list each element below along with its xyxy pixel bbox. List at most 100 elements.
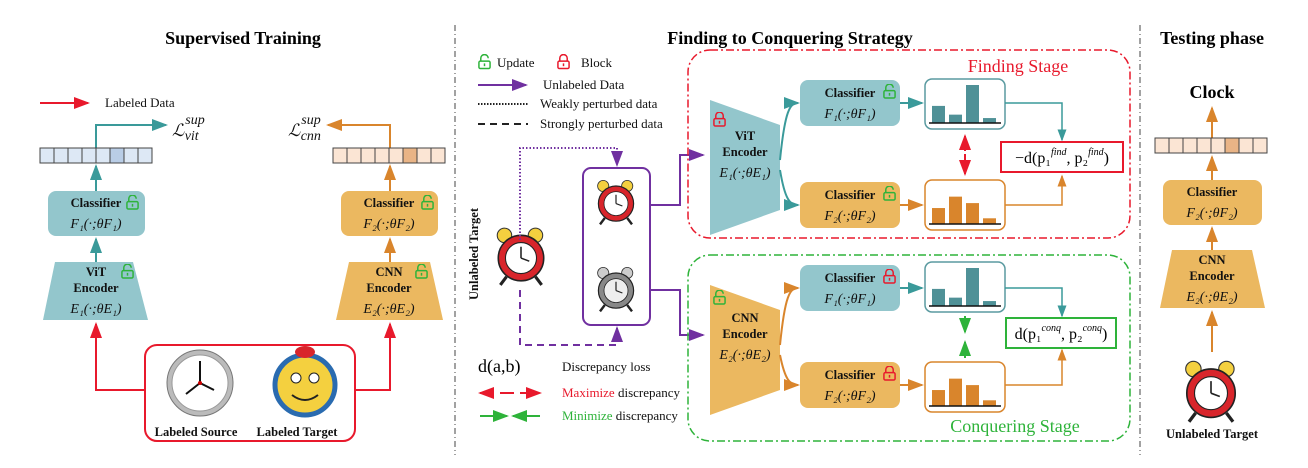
conquering-classifier-f2: Classifier F₂(·;θF₂) bbox=[800, 362, 900, 408]
conquering-f1-prediction-histogram bbox=[924, 261, 1006, 313]
lock-icon bbox=[557, 54, 570, 70]
encoder-formula: E₂(·;θE₂) bbox=[1185, 290, 1238, 305]
predicted-class: Clock bbox=[1190, 82, 1235, 102]
labeled-source-label: Labeled Source bbox=[155, 425, 238, 439]
arrow bbox=[779, 354, 800, 391]
vector-cell bbox=[81, 147, 97, 164]
histogram-bar bbox=[932, 390, 945, 406]
classifier-title: Classifier bbox=[1187, 185, 1238, 199]
vector-cell bbox=[1182, 137, 1198, 154]
histogram-bar bbox=[966, 268, 979, 306]
legend-discrepancy-loss: Discrepancy loss bbox=[562, 359, 650, 374]
conquering-loss-formula: d(p₁conq, p₂conq) bbox=[1015, 323, 1108, 343]
legend-weak: Weakly perturbed data bbox=[540, 96, 658, 111]
classifier-title: Classifier bbox=[825, 86, 876, 100]
arrow bbox=[779, 169, 800, 211]
legend-strong: Strongly perturbed data bbox=[540, 116, 663, 131]
histogram-bar bbox=[983, 301, 996, 306]
histogram-bar bbox=[966, 203, 979, 224]
labeled-source-wall-clock-image bbox=[166, 349, 234, 417]
vector-cell bbox=[402, 147, 418, 164]
arrow bbox=[1005, 287, 1067, 318]
classifier-formula: F₂(·;θF₂) bbox=[823, 209, 876, 224]
testing-title: Testing phase bbox=[1160, 28, 1264, 48]
classifier-title: Classifier bbox=[71, 196, 122, 210]
conquering-f2-prediction-histogram bbox=[924, 361, 1006, 413]
arrow bbox=[779, 282, 800, 346]
classifier-title: Classifier bbox=[825, 188, 876, 202]
classifier-title: Classifier bbox=[825, 271, 876, 285]
conquering-stage-label: Conquering Stage bbox=[950, 416, 1079, 436]
encoder-name: CNN bbox=[375, 265, 402, 279]
classifier-formula: F₁(·;θF₁) bbox=[823, 292, 876, 307]
legend-unlabeled: Unlabeled Data bbox=[543, 77, 624, 92]
vector-cell bbox=[374, 147, 390, 164]
vector-cell bbox=[67, 147, 83, 164]
histogram-bar bbox=[949, 196, 962, 224]
histogram-bar bbox=[983, 118, 996, 123]
arrow bbox=[1005, 174, 1067, 206]
vector-cell bbox=[1210, 137, 1226, 154]
finding-stage-box bbox=[687, 49, 1131, 239]
classifier-formula: F₁(·;θF₁) bbox=[823, 107, 876, 122]
encoder-name: CNN bbox=[731, 311, 758, 325]
classifier-formula: F₂(·;θF₂) bbox=[362, 217, 415, 232]
conquering-loss-box bbox=[1005, 317, 1117, 349]
histogram-bar bbox=[932, 288, 945, 306]
vector-cell bbox=[123, 147, 139, 164]
labeled-data-box bbox=[144, 344, 356, 442]
conquering-cnn-encoder: CNN Encoder E₂(·;θE₂) bbox=[710, 285, 780, 415]
labeled-data-legend-label: Labeled Data bbox=[105, 95, 175, 110]
unlock-icon bbox=[478, 54, 491, 70]
vector-cell bbox=[1238, 137, 1254, 154]
histogram-bar bbox=[949, 297, 962, 306]
vector-cell bbox=[109, 147, 125, 164]
encoder-formula: E₂(·;θE₂) bbox=[362, 302, 415, 317]
vector-cell bbox=[346, 147, 362, 164]
classifier-title: Classifier bbox=[825, 368, 876, 382]
vector-cell bbox=[1224, 137, 1240, 154]
vit-classifier-block: Classifier F₁(·;θF₁) bbox=[48, 191, 145, 236]
labeled-target-cartoon-clock-image bbox=[272, 346, 338, 418]
encoder-formula: E₁(·;θE₁) bbox=[718, 166, 771, 181]
strategy-panel: Update Block Unlabeled Data Weakly pertu… bbox=[467, 49, 1131, 442]
encoder-name: Encoder bbox=[366, 281, 412, 295]
vector-cell bbox=[1154, 137, 1170, 154]
vector-cell bbox=[1196, 137, 1212, 154]
cnn-prediction-vector bbox=[332, 147, 446, 164]
cnn-loss-arrow bbox=[326, 119, 391, 148]
vector-cell bbox=[137, 147, 153, 164]
vector-cell bbox=[1168, 137, 1184, 154]
classifier-formula: F₁(·;θF₁) bbox=[69, 217, 122, 232]
vector-cell bbox=[416, 147, 432, 164]
conquering-classifier-f1: Classifier F₁(·;θF₁) bbox=[800, 265, 900, 311]
vit-encoder-block: ViT Encoder E₁(·;θE₁) bbox=[43, 262, 148, 320]
histogram-bar bbox=[949, 378, 962, 406]
vit-loss-arrow bbox=[95, 119, 168, 148]
vector-cell bbox=[388, 147, 404, 164]
unlabeled-target-clock-image bbox=[495, 226, 546, 287]
encoder-name: Encoder bbox=[73, 281, 119, 295]
unlabeled-target-clock-image bbox=[1184, 359, 1237, 424]
strategy-title: Finding to Conquering Strategy bbox=[667, 28, 913, 48]
test-classifier-block: Classifier F₂(·;θF₂) bbox=[1163, 180, 1262, 225]
arrow bbox=[1005, 102, 1067, 142]
test-cnn-encoder-block: CNN Encoder E₂(·;θE₂) bbox=[1160, 250, 1265, 308]
finding-vit-encoder: ViT Encoder E₁(·;θE₁) bbox=[710, 100, 780, 235]
vit-prediction-vector bbox=[39, 147, 153, 164]
vector-cell bbox=[53, 147, 69, 164]
histogram-bar bbox=[966, 85, 979, 123]
finding-stage-label: Finding Stage bbox=[968, 56, 1069, 76]
finding-f1-prediction-histogram bbox=[924, 78, 1006, 130]
legend-update: Update bbox=[497, 55, 535, 70]
vector-cell bbox=[332, 147, 348, 164]
strong-perturbation-path bbox=[519, 290, 623, 346]
unlabeled-target-label: Unlabeled Target bbox=[1166, 427, 1259, 441]
encoder-formula: E₂(·;θE₂) bbox=[718, 348, 771, 363]
vector-cell bbox=[95, 147, 111, 164]
histogram-bar bbox=[983, 218, 996, 224]
